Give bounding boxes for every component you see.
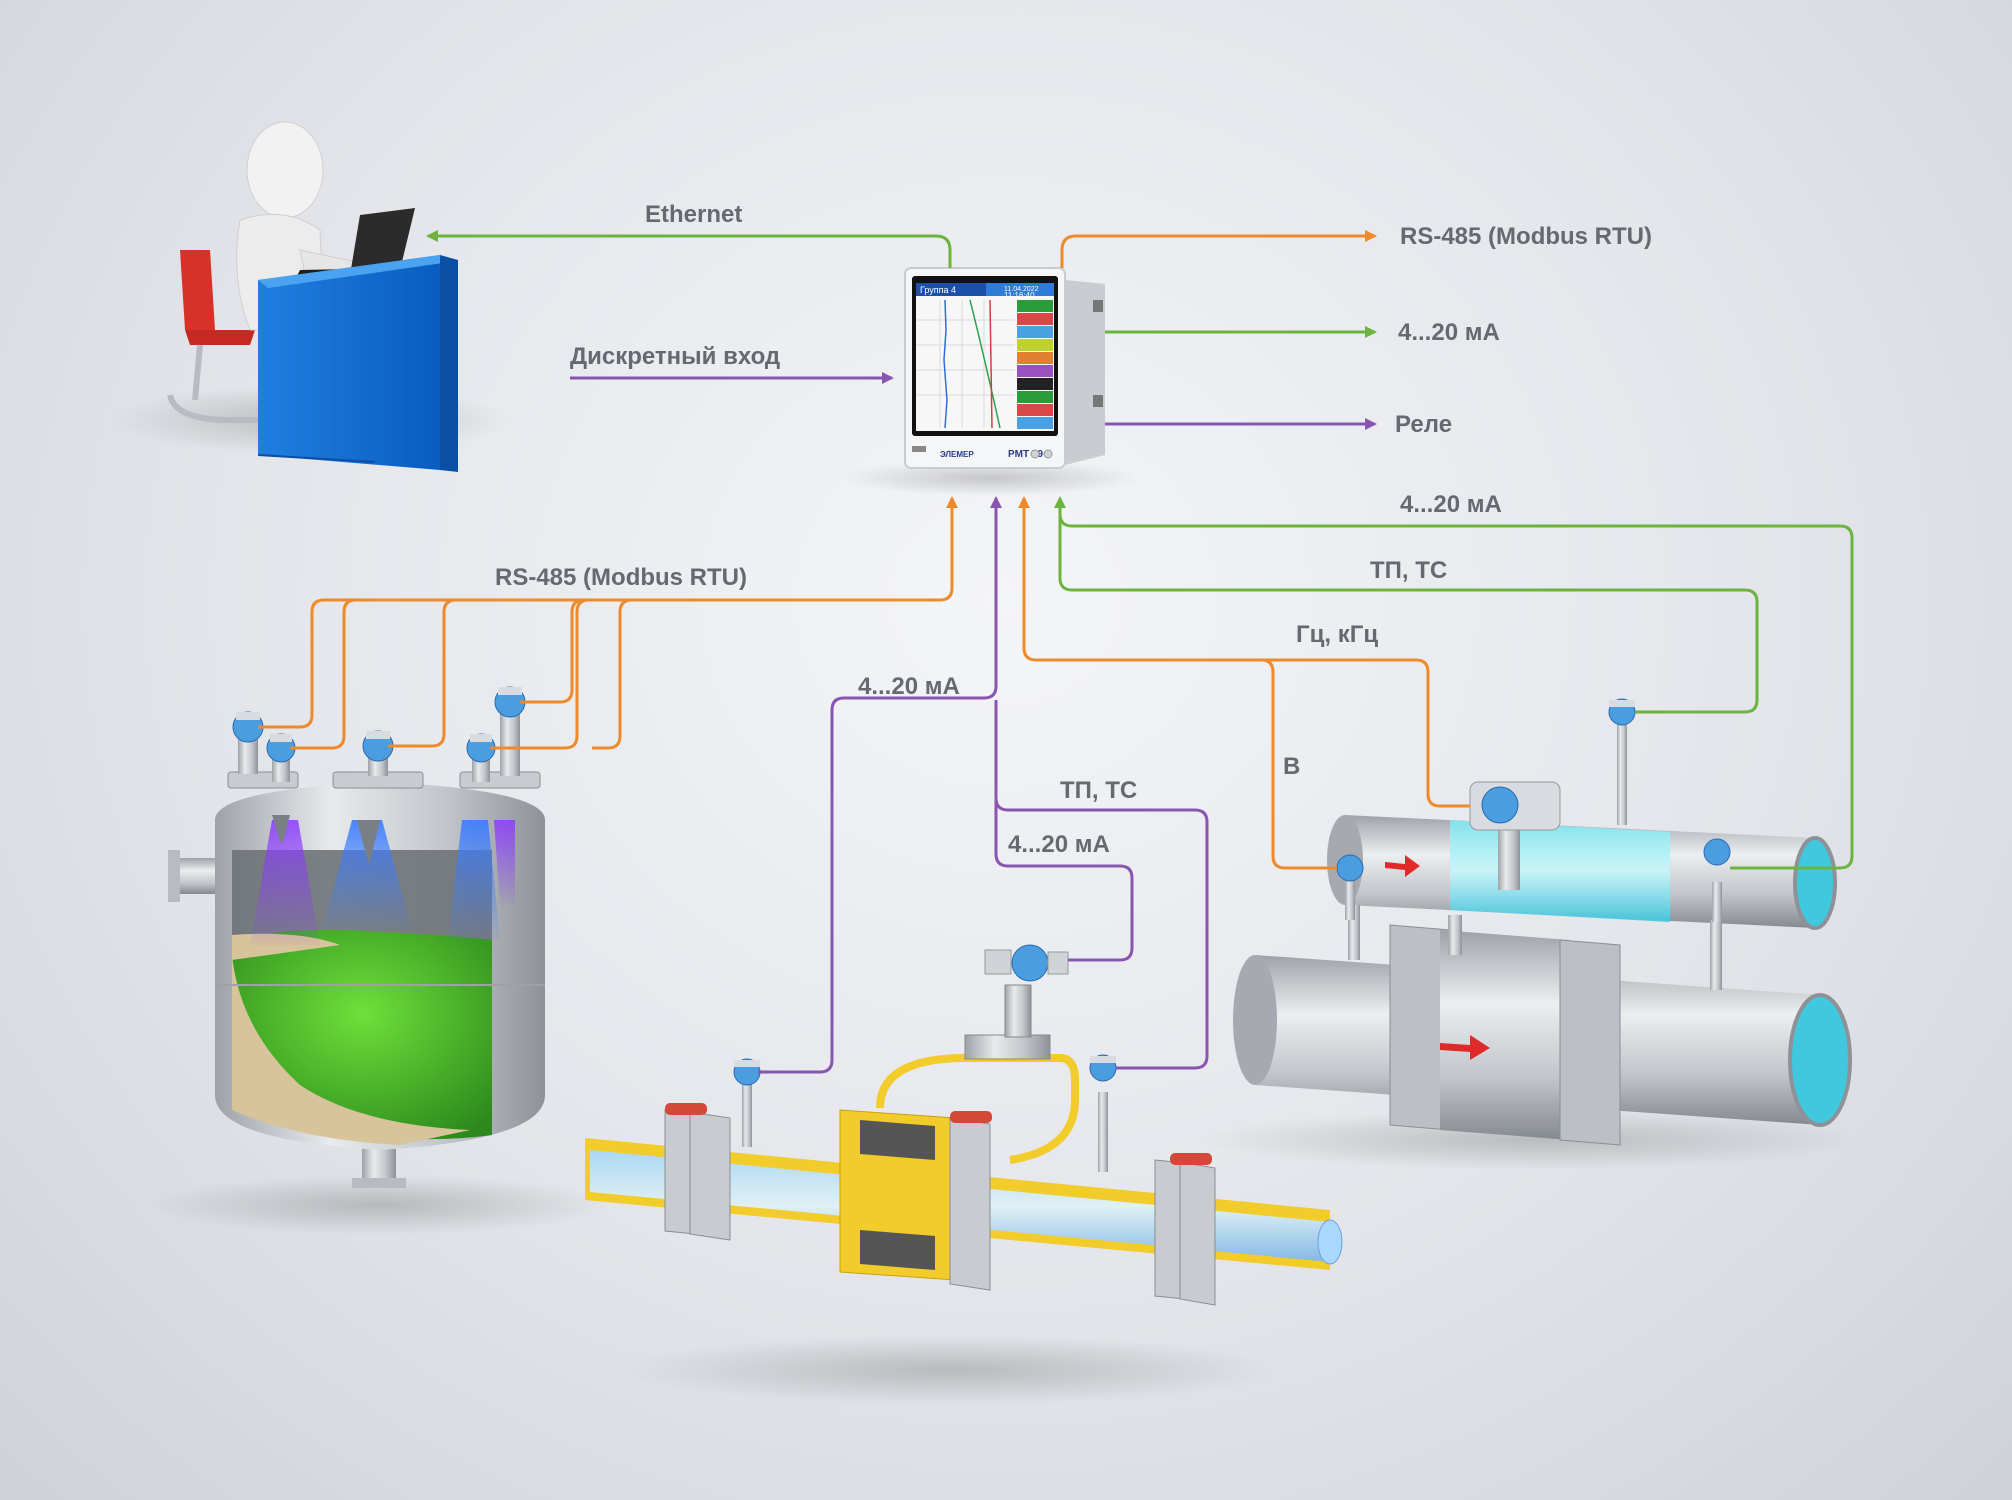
operator-workstation xyxy=(110,121,510,472)
label-tp-tc-right: ТП, ТС xyxy=(1370,557,1447,584)
label-relay: Реле xyxy=(1395,411,1452,438)
label-4-20ma-output: 4...20 мА xyxy=(1398,319,1500,346)
label-rs485-output: RS-485 (Modbus RTU) xyxy=(1400,223,1652,250)
label-rs485-input: RS-485 (Modbus RTU) xyxy=(495,564,747,591)
label-4-20ma-right-input: 4...20 мА xyxy=(1400,491,1502,518)
differential-pressure-pipe xyxy=(585,944,1343,1405)
label-tp-tc-center: ТП, ТС xyxy=(1060,777,1137,804)
label-discrete-input: Дискретный вход xyxy=(570,343,780,370)
label-ethernet: Ethernet xyxy=(645,201,742,228)
screen-time: 11:16:40 xyxy=(1004,291,1035,300)
radar-level-tank xyxy=(150,686,610,1235)
signal-lines xyxy=(258,230,1854,1074)
tank-level-sensors xyxy=(232,686,526,782)
pmt79-recorder: Группа 4 11.04.2022 11:16:40 ЭЛЕМЕР xyxy=(840,267,1140,496)
label-4-20ma-center-2: 4...20 мА xyxy=(1008,831,1110,858)
label-4-20ma-center: 4...20 мА xyxy=(858,673,960,700)
device-model: PMT 79 xyxy=(1008,449,1043,460)
label-hz-khz: Гц, кГц xyxy=(1296,621,1378,648)
label-voltage: В xyxy=(1283,753,1300,780)
flowmeter-assembly xyxy=(1200,698,1860,1170)
device-brand: ЭЛЕМЕР xyxy=(940,450,974,459)
screen-group-title: Группа 4 xyxy=(920,285,956,295)
screen-date: 11.04.2022 xyxy=(1004,286,1039,293)
